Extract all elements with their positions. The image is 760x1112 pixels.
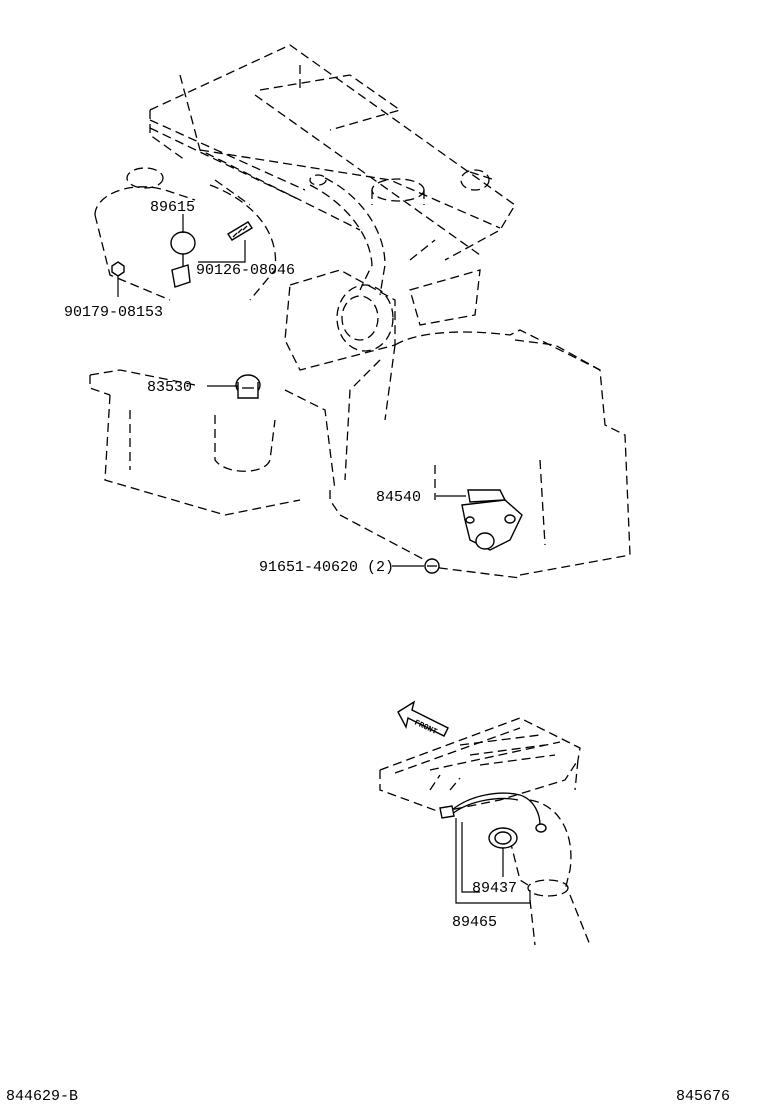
callout-89615: 89615 (150, 199, 195, 216)
nut-part[interactable] (111, 261, 125, 277)
callout-90179-08153: 90179-08153 (64, 304, 163, 321)
callout-89465: 89465 (452, 914, 497, 931)
bolt-part[interactable] (424, 558, 440, 574)
knock-sensor-part[interactable] (170, 231, 196, 288)
callout-83530: 83530 (147, 379, 192, 396)
stud-bolt-part[interactable] (227, 221, 253, 241)
oil-pressure-switch-part[interactable] (235, 374, 261, 399)
oxygen-sensor-part[interactable] (439, 792, 547, 849)
engine-outline (89, 44, 631, 579)
front-arrow: FRONT (397, 700, 449, 737)
diagram-code-left: 844629-B (6, 1088, 78, 1105)
callout-90126-08046: 90126-08046 (196, 262, 295, 279)
neutral-start-switch-part[interactable] (461, 489, 523, 551)
callout-84540: 84540 (376, 489, 421, 506)
leader-lines-upper (117, 214, 466, 567)
leader-lines-lower (455, 818, 531, 904)
diagram-code-right: 845676 (676, 1088, 730, 1105)
callout-91651-40620: 91651-40620 (2) (259, 559, 394, 576)
callout-89437: 89437 (472, 880, 517, 897)
exhaust-manifold-outline (379, 717, 591, 946)
